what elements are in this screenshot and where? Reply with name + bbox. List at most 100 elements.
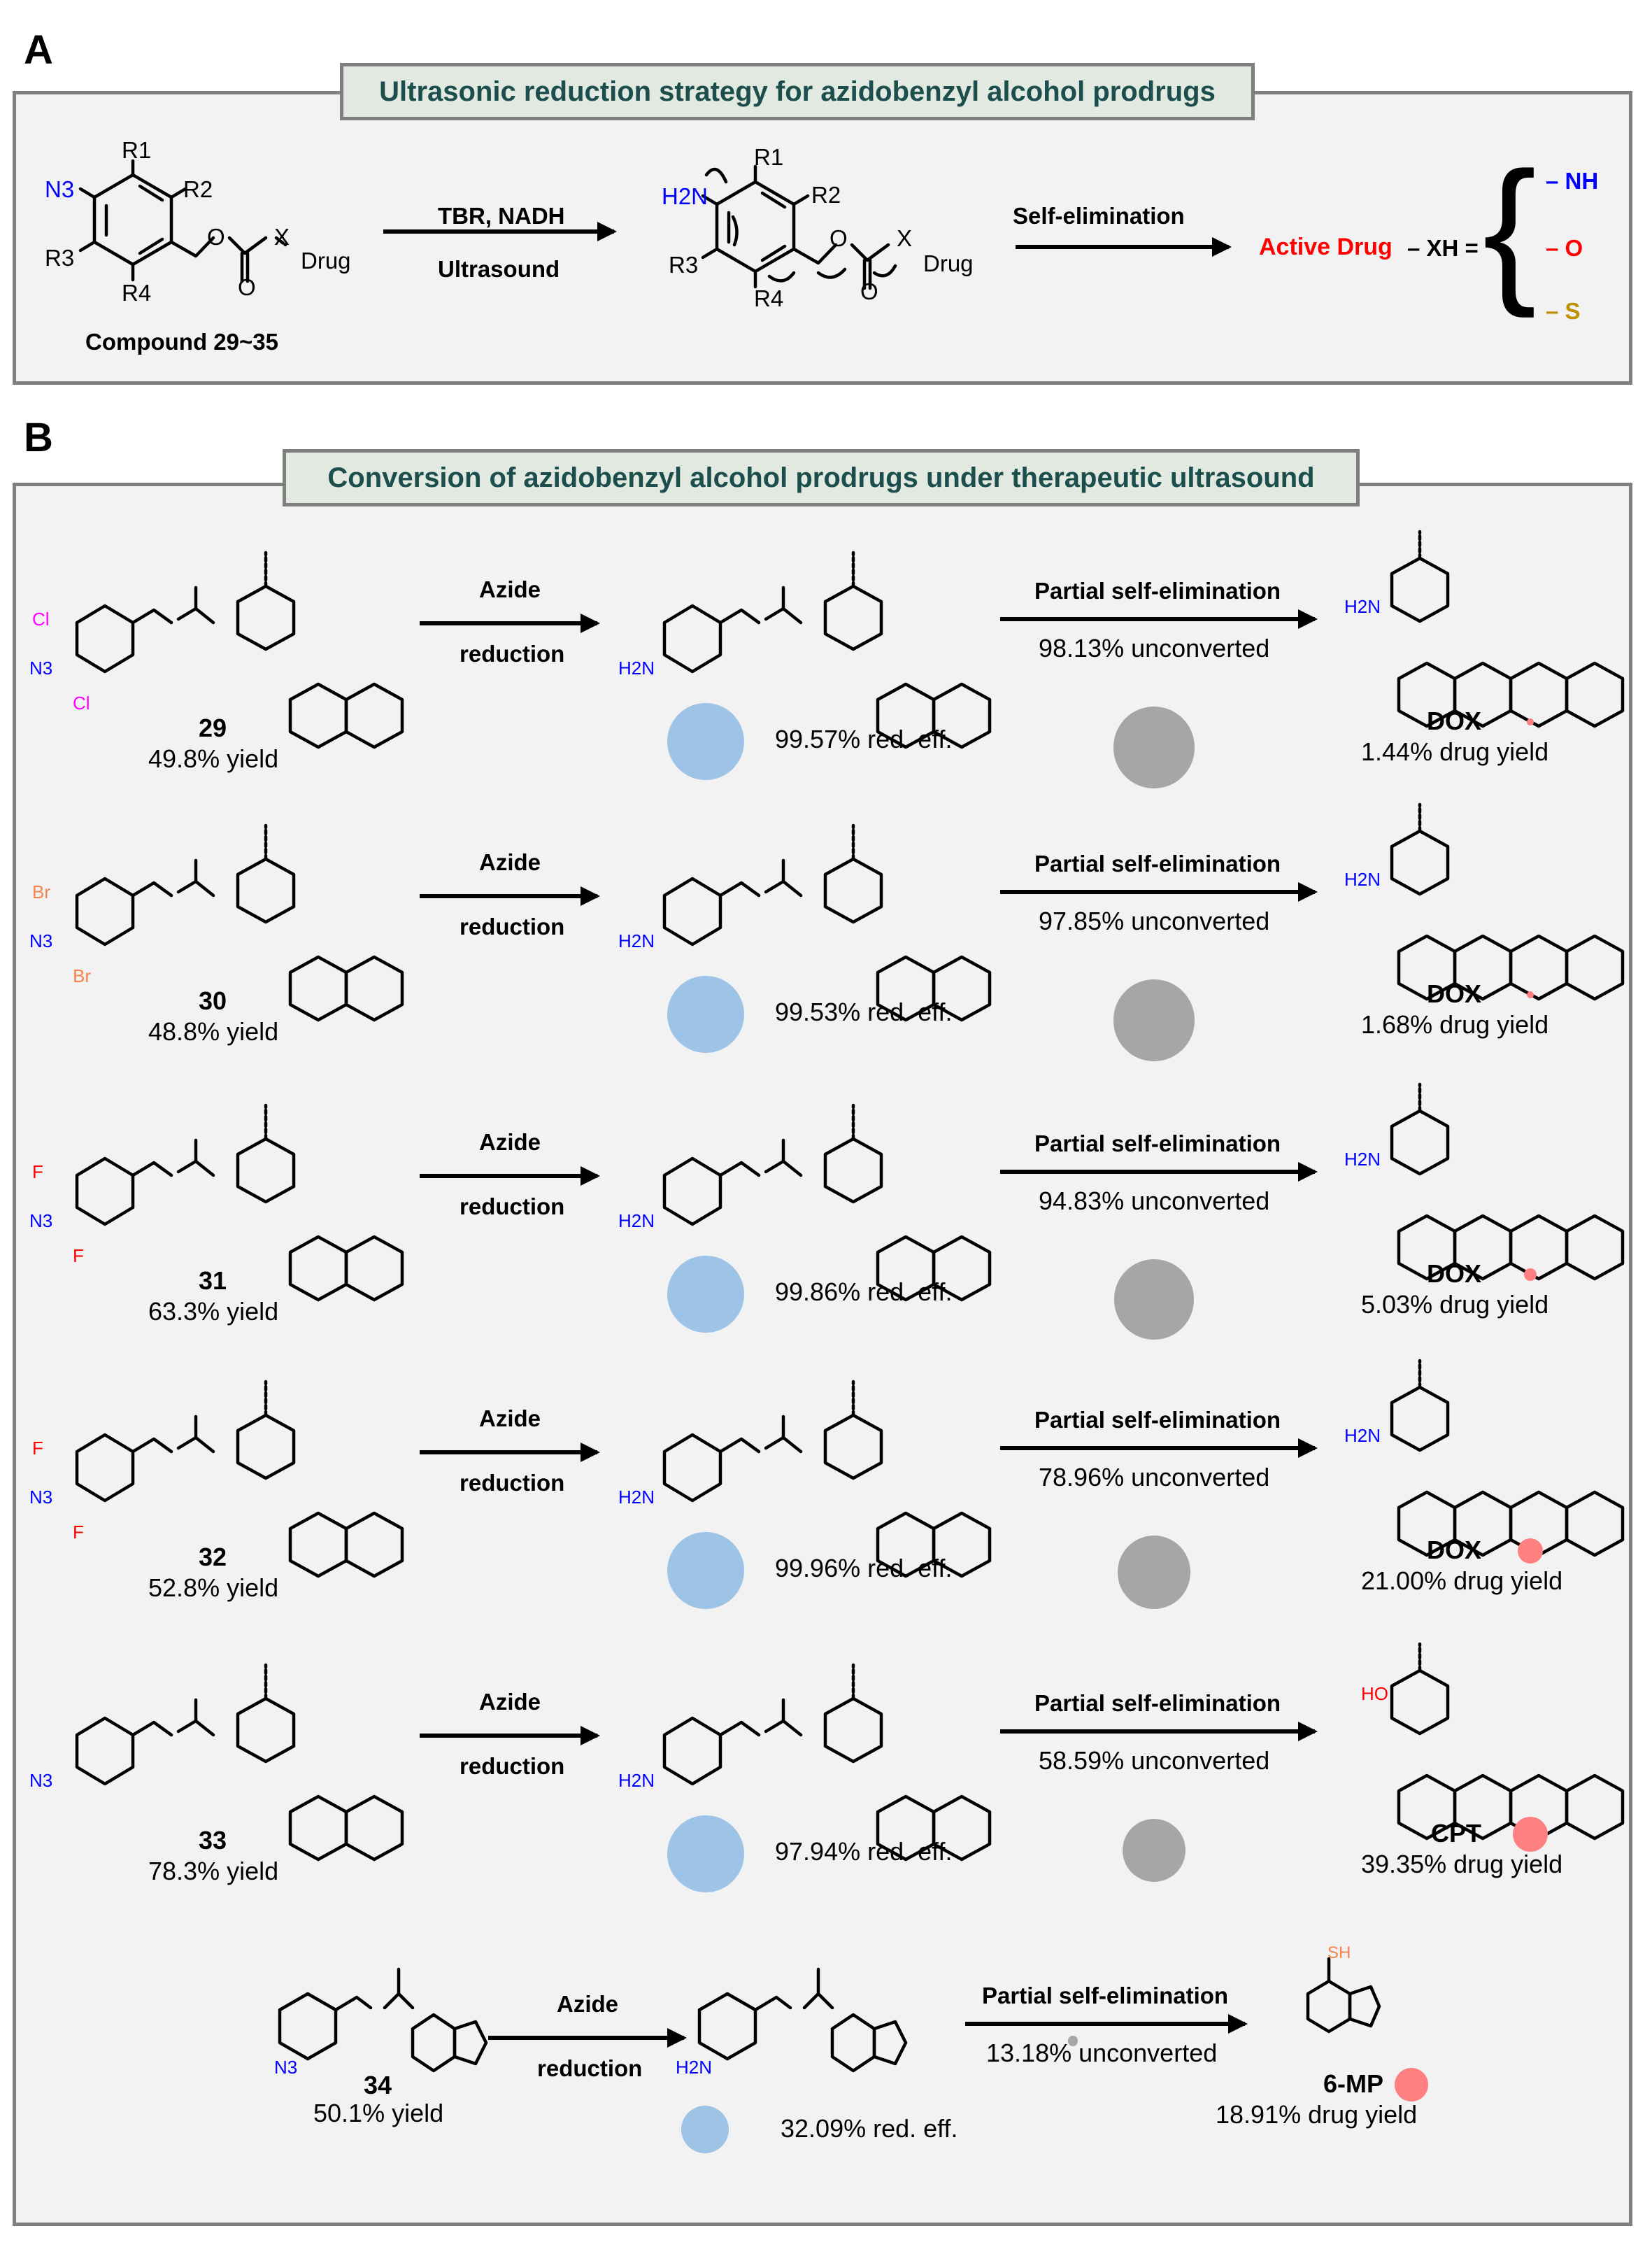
drug-yield-text: 18.91% drug yield [1216, 2100, 1418, 2129]
amine-label: H2N [676, 2057, 713, 2078]
panel-a-title: Ultrasonic reduction strategy for azidob… [340, 63, 1255, 120]
panel-b-title: Conversion of azidobenzyl alcohol prodru… [283, 449, 1360, 506]
amine-label: H2N [618, 1770, 655, 1791]
unconverted-text: 97.85% unconverted [1039, 907, 1270, 935]
drug-name: DOX [1427, 1259, 1482, 1288]
azide-reduction-label: reduction [460, 1193, 565, 1219]
compound-number: 29 [199, 714, 227, 742]
halogen-label: Br [73, 965, 91, 986]
amine-label: H2N [618, 930, 655, 951]
reduction-efficiency-dot [667, 1256, 744, 1333]
reduction-efficiency-dot [681, 2106, 729, 2153]
reduction-efficiency-dot [667, 1532, 744, 1609]
prodrug-structure-34 [278, 1967, 488, 2073]
unconverted-dot [1117, 1536, 1191, 1609]
reduction-efficiency-dot [667, 703, 744, 780]
r3-label: R3 [669, 252, 699, 278]
compound-yield: 48.8% yield [148, 1017, 279, 1046]
drug-yield-text: 21.00% drug yield [1361, 1566, 1563, 1595]
released-drug-structure-dox [1390, 1082, 1625, 1281]
drug-yield-dot [1524, 1268, 1537, 1281]
released-drug-structure-cpt [1390, 1642, 1625, 1841]
drug-yield-dot [1517, 1538, 1544, 1564]
product-amine-label: H2N [1344, 1149, 1381, 1170]
amine-label: H2N [618, 1210, 655, 1231]
reduction-efficiency-text: 32.09% red. eff. [781, 2114, 958, 2143]
xh-option-s: – S [1546, 298, 1581, 324]
x-label: X [274, 224, 290, 250]
drug-label: Drug [923, 250, 974, 276]
reduction-efficiency-text: 99.86% red. eff. [775, 1277, 953, 1306]
elimination-arrow [1000, 1162, 1318, 1182]
azide-label: N3 [29, 658, 53, 679]
azide-reduction-label: reduction [460, 1470, 565, 1496]
partial-self-elimination-label: Partial self-elimination [1034, 1690, 1281, 1716]
r1-label: R1 [754, 144, 784, 170]
drug-name: DOX [1427, 1536, 1482, 1564]
partial-self-elimination-label: Partial self-elimination [1034, 851, 1281, 877]
amine-label: H2N [618, 658, 655, 679]
step2-label: Self-elimination [1013, 203, 1185, 229]
step1-condition: Ultrasound [438, 256, 560, 282]
drug-yield-text: 1.68% drug yield [1361, 1010, 1549, 1039]
xh-option-nh: – NH [1546, 168, 1599, 194]
azide-reduction-label: Azide [479, 1129, 541, 1155]
compound-yield: 63.3% yield [148, 1297, 279, 1326]
reduction-arrow [488, 2028, 687, 2048]
compound-yield: 50.1% yield [313, 2099, 444, 2127]
drug-name: 6-MP [1323, 2069, 1384, 2098]
aminobenzyl-intermediate-structure [701, 164, 897, 290]
azide-label: N3 [274, 2057, 298, 2078]
partial-self-elimination-label: Partial self-elimination [982, 1983, 1229, 2008]
unconverted-text: 78.96% unconverted [1039, 1463, 1270, 1491]
product-amine-label: H2N [1344, 1425, 1381, 1446]
azidobenzyl-prodrug-structure [78, 159, 287, 283]
prodrug-structure-31 [75, 1103, 404, 1302]
elimination-arrow [1000, 609, 1318, 629]
prodrug-structure-30 [75, 823, 404, 1022]
carbonyl-o-label: O [238, 274, 256, 300]
azide-reduction-label: reduction [460, 641, 565, 667]
halogen-label: F [32, 1161, 43, 1182]
drug-yield-text: 39.35% drug yield [1361, 1850, 1563, 1878]
reduction-efficiency-text: 97.94% red. eff. [775, 1837, 953, 1866]
r4-label: R4 [754, 285, 784, 311]
unconverted-text: 94.83% unconverted [1039, 1186, 1270, 1215]
elimination-arrow [1000, 1722, 1318, 1741]
r1-label: R1 [122, 137, 152, 163]
prodrug-structure-32 [75, 1380, 404, 1578]
unconverted-text: 58.59% unconverted [1039, 1746, 1270, 1775]
elimination-arrow [1000, 882, 1318, 902]
reduction-efficiency-dot [667, 976, 744, 1053]
drug-yield-text: 1.44% drug yield [1361, 737, 1549, 766]
panel-b-label: B [24, 415, 53, 460]
reduction-efficiency-text: 99.96% red. eff. [775, 1554, 953, 1582]
product-amine-label: H2N [1344, 869, 1381, 890]
reduction-arrow [420, 1726, 600, 1745]
curly-brace: { [1483, 139, 1537, 318]
xh-equals-label: – XH = [1407, 235, 1479, 261]
compound-yield: 49.8% yield [148, 744, 279, 773]
amine-intermediate-structure-30 [662, 823, 992, 1022]
drug-label: Drug [301, 248, 351, 274]
azide-reduction-label: Azide [557, 1991, 619, 2017]
halogen-label: Cl [73, 693, 90, 714]
azide-label: N3 [29, 930, 53, 951]
partial-self-elimination-label: Partial self-elimination [1034, 578, 1281, 604]
unconverted-text: 98.13% unconverted [1039, 634, 1270, 662]
halogen-label: F [73, 1245, 84, 1266]
azide-group-label: N3 [45, 176, 75, 202]
released-drug-structure-6-mp [1306, 1957, 1381, 2034]
partial-self-elimination-label: Partial self-elimination [1034, 1407, 1281, 1433]
product-hydroxyl-label: HO [1361, 1683, 1388, 1704]
drug-name: DOX [1427, 707, 1482, 735]
azide-reduction-label: reduction [460, 914, 565, 940]
azide-label: N3 [29, 1770, 53, 1791]
drug-yield-dot [1526, 991, 1534, 999]
product-thiol-label: SH [1327, 1943, 1351, 1962]
reduction-arrow [420, 1443, 600, 1462]
drug-yield-dot [1512, 1816, 1548, 1852]
unconverted-dot [1113, 707, 1195, 788]
azide-reduction-label: reduction [460, 1753, 565, 1779]
halogen-label: F [32, 1438, 43, 1459]
